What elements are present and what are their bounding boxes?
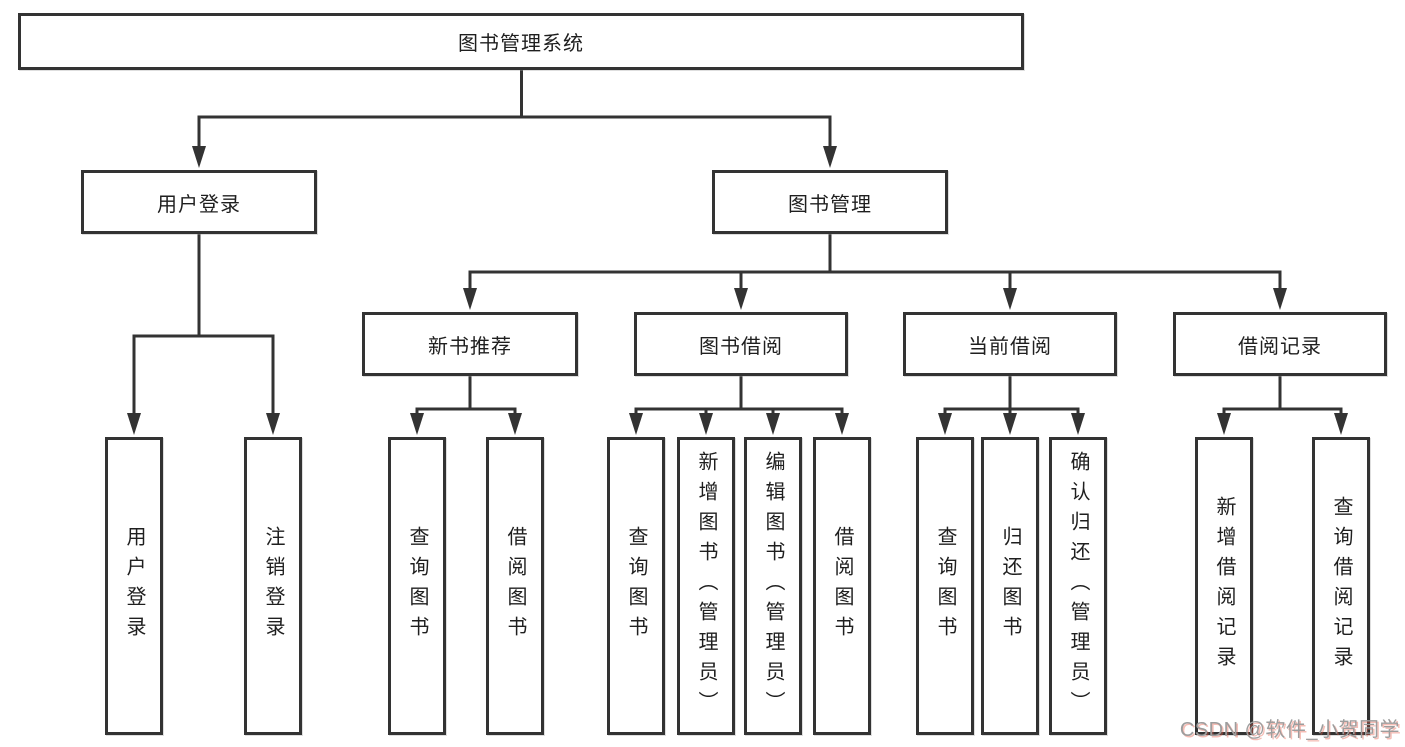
leaf-borrow-books-label: 借阅图书 [831, 526, 853, 646]
node-current-borrow: 当前借阅 [903, 312, 1117, 376]
leaf-return-book: 归还图书 [981, 437, 1039, 735]
leaf-add-book-admin-label: 新增图书（管理员） [695, 451, 717, 721]
leaf-query-books-borrow: 查询图书 [607, 437, 665, 735]
leaf-query-books-recommend: 查询图书 [388, 437, 446, 735]
connector-borrow-records-to-leaves [1222, 374, 1343, 418]
csdn-watermark: CSDN @软件_小贺同学 [1179, 719, 1400, 741]
leaf-borrow-books-recommend: 借阅图书 [486, 437, 544, 735]
leaf-user-login: 用户登录 [105, 437, 163, 735]
node-current-borrow-label: 当前借阅 [968, 335, 1052, 358]
node-book-management: 图书管理 [712, 170, 948, 234]
connector-current-borrow-to-leaves [943, 374, 1080, 418]
node-borrow-records: 借阅记录 [1173, 312, 1387, 376]
node-root-label: 图书管理系统 [458, 33, 584, 55]
leaf-add-borrow-record-label: 新增借阅记录 [1213, 496, 1235, 676]
connector-new-book-recommend-to-leaves [415, 374, 517, 418]
node-root-system: 图书管理系统 [18, 13, 1024, 70]
leaf-query-books-recommend-label: 查询图书 [406, 526, 428, 646]
leaf-borrow-books-recommend-label: 借阅图书 [504, 526, 526, 646]
leaf-user-login-label: 用户登录 [123, 526, 145, 646]
leaf-query-books-current: 查询图书 [916, 437, 974, 735]
connector-book-management-to-level3 [468, 232, 1282, 294]
leaf-query-borrow-record-label: 查询借阅记录 [1330, 496, 1352, 676]
leaf-add-borrow-record: 新增借阅记录 [1195, 437, 1253, 735]
node-borrow-records-label: 借阅记录 [1238, 335, 1322, 358]
leaf-confirm-return-admin-label: 确认归还（管理员） [1067, 451, 1089, 721]
node-user-login: 用户登录 [81, 170, 317, 234]
connector-book-borrow-to-leaves [634, 374, 844, 418]
node-book-borrow-label: 图书借阅 [699, 335, 783, 358]
node-user-login-label: 用户登录 [157, 193, 241, 216]
leaf-query-borrow-record: 查询借阅记录 [1312, 437, 1370, 735]
node-new-book-recommend-label: 新书推荐 [428, 335, 512, 358]
leaf-confirm-return-admin: 确认归还（管理员） [1049, 437, 1107, 735]
leaf-logout-login-label: 注销登录 [262, 526, 284, 646]
node-book-management-label: 图书管理 [788, 193, 872, 216]
connector-user-login-to-leaves [132, 232, 275, 418]
node-book-borrow: 图书借阅 [634, 312, 848, 376]
connector-root-to-level2 [197, 68, 832, 152]
leaf-return-book-label: 归还图书 [999, 526, 1021, 646]
node-new-book-recommend: 新书推荐 [362, 312, 578, 376]
leaf-add-book-admin: 新增图书（管理员） [677, 437, 735, 735]
leaf-edit-book-admin-label: 编辑图书（管理员） [762, 451, 784, 721]
leaf-logout-login: 注销登录 [244, 437, 302, 735]
leaf-query-books-borrow-label: 查询图书 [625, 526, 647, 646]
leaf-edit-book-admin: 编辑图书（管理员） [744, 437, 802, 735]
leaf-query-books-current-label: 查询图书 [934, 526, 956, 646]
leaf-borrow-books: 借阅图书 [813, 437, 871, 735]
